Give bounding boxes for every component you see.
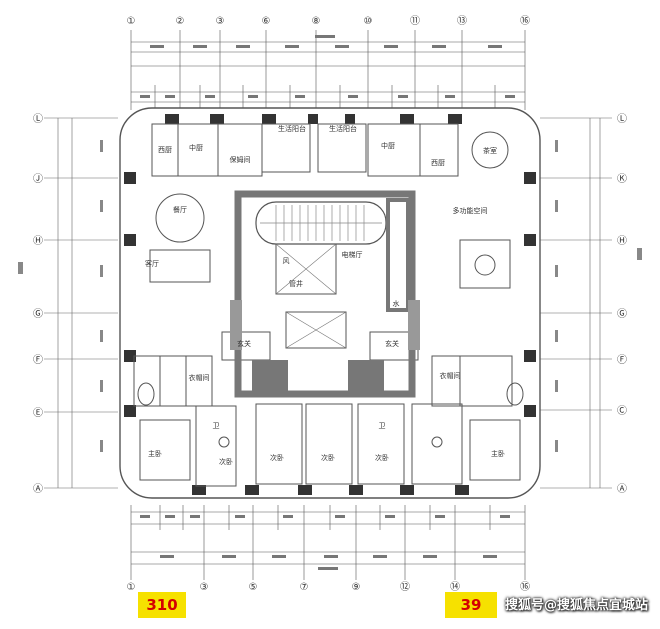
label-kitchen-right: 中厨 bbox=[381, 141, 395, 150]
label-living: 客厅 bbox=[145, 259, 159, 268]
left-axis-F: Ⓕ bbox=[33, 354, 43, 366]
top-axis-2: ② bbox=[176, 16, 185, 27]
right-axis-G: Ⓖ bbox=[617, 308, 627, 320]
label-wind: 风 bbox=[283, 257, 290, 265]
label-water-well: 水 bbox=[393, 299, 400, 308]
label-master-bed-right: 主卧 bbox=[491, 449, 505, 458]
right-axis-K: Ⓚ bbox=[617, 173, 627, 185]
label-foyer-left: 玄关 bbox=[237, 339, 251, 348]
top-axis-1: ① bbox=[127, 16, 136, 27]
watermark: 搜狐号@搜狐焦点宜城站 bbox=[504, 598, 648, 613]
unit-area-tag-left: 310 bbox=[138, 592, 186, 618]
label-dining: 餐厅 bbox=[173, 205, 187, 214]
top-dimension-ticks bbox=[140, 35, 515, 98]
bottom-axis-14: ⑭ bbox=[450, 581, 460, 593]
right-axis-H: Ⓗ bbox=[617, 235, 627, 247]
label-toilet-b: 卫 bbox=[379, 422, 386, 430]
bottom-axis-3: ③ bbox=[200, 582, 209, 593]
label-master-bed-left: 主卧 bbox=[148, 449, 162, 458]
top-axis-6: ⑥ bbox=[262, 16, 271, 27]
right-axis-A: Ⓐ bbox=[617, 483, 627, 495]
label-balcony-left: 生活阳台 bbox=[278, 124, 306, 133]
bottom-dimension-lines bbox=[130, 505, 526, 580]
building-core bbox=[230, 190, 420, 398]
left-axis-bubbles: Ⓛ Ⓙ Ⓗ Ⓖ Ⓕ Ⓔ Ⓐ bbox=[33, 113, 43, 495]
side-axis-lines bbox=[44, 117, 612, 489]
room-labels: 生活阳台 生活阳台 西厨 中厨 保姆间 中厨 西厨 茶室 餐厅 客厅 多功能空间… bbox=[145, 124, 505, 466]
label-multi-function: 多功能空间 bbox=[453, 206, 488, 215]
top-axis-3: ③ bbox=[216, 16, 225, 27]
bottom-axis-5: ⑤ bbox=[249, 582, 258, 593]
label-tea-room: 茶室 bbox=[483, 146, 497, 155]
label-western-kitchen-left: 西厨 bbox=[158, 146, 172, 154]
right-axis-bubbles: Ⓛ Ⓚ Ⓗ Ⓖ Ⓕ Ⓒ Ⓐ bbox=[617, 113, 627, 495]
bottom-axis-7: ⑦ bbox=[300, 582, 309, 593]
top-axis-16: ⑯ bbox=[520, 15, 530, 27]
right-axis-L: Ⓛ bbox=[617, 113, 627, 125]
label-elevator-hall: 电梯厅 bbox=[342, 250, 363, 259]
label-second-bed-d: 次卧 bbox=[375, 453, 389, 462]
label-toilet-a: 卫 bbox=[213, 422, 220, 430]
label-nanny-room: 保姆间 bbox=[230, 155, 251, 164]
top-axis-8: ⑧ bbox=[312, 16, 321, 27]
left-axis-A: Ⓐ bbox=[33, 483, 43, 495]
top-axis-bubbles: ① ② ③ ⑥ ⑧ ⑩ ⑪ ⑬ ⑯ bbox=[127, 15, 530, 27]
left-axis-E: Ⓔ bbox=[33, 407, 43, 419]
bottom-dimension-ticks bbox=[140, 515, 510, 570]
label-cloak-right: 衣帽间 bbox=[440, 371, 461, 380]
label-cloak-left: 衣帽间 bbox=[189, 373, 210, 382]
label-foyer-right: 玄关 bbox=[385, 339, 399, 348]
bottom-axis-bubbles: ① ③ ⑤ ⑦ ⑨ ⑫ ⑭ ⑯ bbox=[127, 581, 530, 593]
label-second-bed-b: 次卧 bbox=[270, 453, 284, 462]
unit-area-tag-right: 39 bbox=[445, 592, 497, 618]
label-kitchen-left: 中厨 bbox=[189, 143, 203, 152]
left-axis-L: Ⓛ bbox=[33, 113, 43, 125]
bottom-axis-9: ⑨ bbox=[352, 582, 361, 593]
top-axis-11: ⑪ bbox=[410, 15, 420, 27]
structural-columns bbox=[124, 114, 536, 495]
bottom-axis-16: ⑯ bbox=[520, 581, 530, 593]
label-balcony-right: 生活阳台 bbox=[329, 124, 357, 133]
side-dimension-ticks bbox=[18, 140, 642, 452]
label-second-bed-a: 次卧 bbox=[219, 457, 233, 466]
left-axis-J: Ⓙ bbox=[33, 173, 43, 185]
top-axis-10: ⑩ bbox=[364, 16, 373, 27]
label-pipe-well: 管井 bbox=[289, 279, 303, 288]
bottom-axis-1: ① bbox=[127, 582, 136, 593]
left-axis-G: Ⓖ bbox=[33, 308, 43, 320]
top-axis-13: ⑬ bbox=[457, 15, 467, 27]
top-dimension-lines bbox=[130, 30, 526, 110]
interior-walls bbox=[133, 123, 524, 487]
left-axis-H: Ⓗ bbox=[33, 235, 43, 247]
label-western-kitchen-right: 西厨 bbox=[431, 159, 445, 167]
bottom-axis-12: ⑫ bbox=[400, 581, 410, 593]
label-second-bed-c: 次卧 bbox=[321, 453, 335, 462]
right-axis-F: Ⓕ bbox=[617, 354, 627, 366]
building-outline bbox=[119, 107, 541, 499]
right-axis-C: Ⓒ bbox=[617, 405, 627, 417]
